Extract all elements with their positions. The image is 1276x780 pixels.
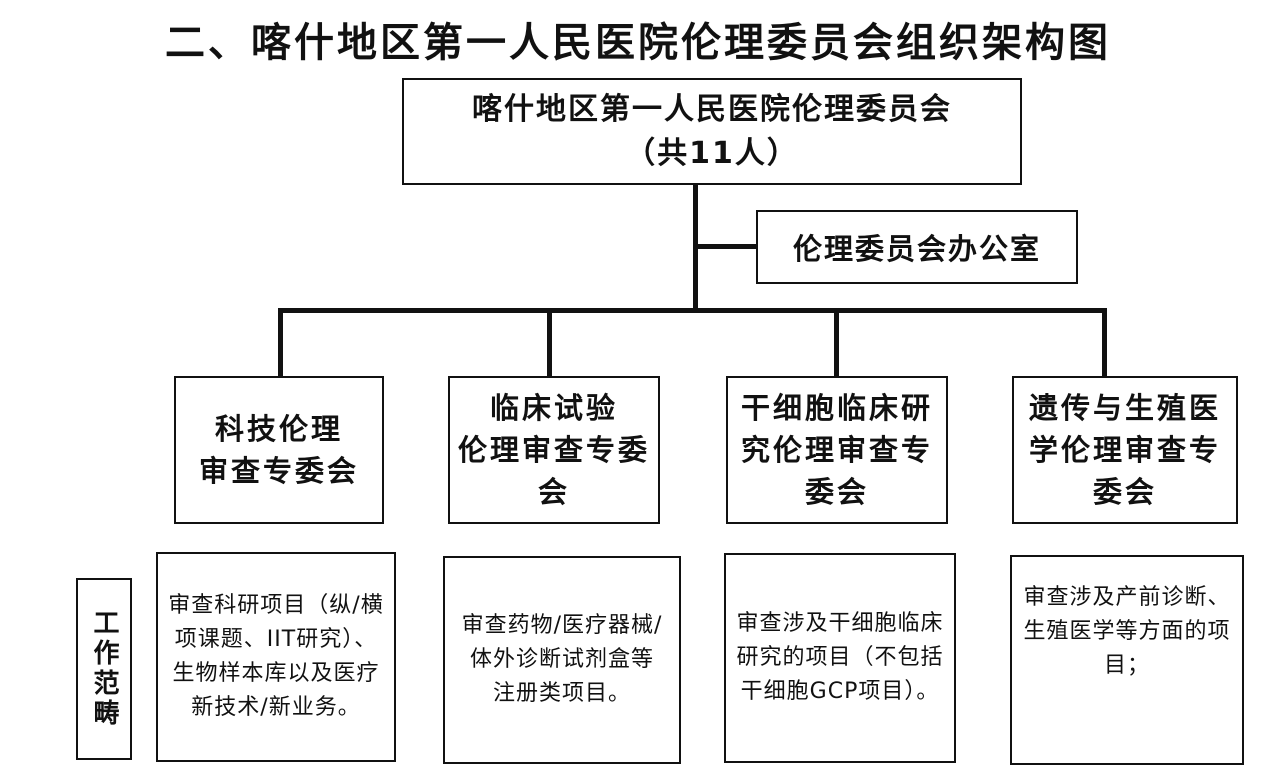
connector-committee-4 <box>1102 308 1107 376</box>
scope-text: 审查涉及产前诊断、生殖医学等方面的项目； <box>1023 585 1231 678</box>
committee-label-line: 科技伦理 <box>214 412 343 446</box>
connector-office <box>693 244 756 249</box>
page-title: 二、喀什地区第一人民医院伦理委员会组织架构图 <box>165 20 1111 66</box>
committee-label-line: 干细胞临床研 <box>740 391 933 425</box>
committee-label-line: 审查专委会 <box>198 454 359 488</box>
committee-label-line: 遗传与生殖医 <box>1028 391 1221 425</box>
committee-label-line: 临床试验 <box>489 391 618 425</box>
committee-sci-tech-ethics: 科技伦理 审查专委会 <box>174 376 384 524</box>
ethics-committee-box: 喀什地区第一人民医院伦理委员会 （共11人） <box>402 78 1022 185</box>
scope-stem-cell: 审查涉及干细胞临床研究的项目（不包括干细胞GCP项目）。 <box>724 553 956 763</box>
scope-genetics-reproduction: 审查涉及产前诊断、生殖医学等方面的项目； <box>1010 555 1244 765</box>
ethics-office-label: 伦理委员会办公室 <box>792 232 1041 266</box>
committee-label-line: 委会 <box>804 475 869 509</box>
scope-sci-tech-ethics: 审查科研项目（纵/横项课题、IIT研究）、生物样本库以及医疗新技术/新业务。 <box>156 552 396 762</box>
committee-clinical-trial: 临床试验 伦理审查专委 会 <box>448 376 660 524</box>
committee-label-line: 学伦理审查专 <box>1028 433 1221 467</box>
scope-text: 审查科研项目（纵/横项课题、IIT研究）、生物样本库以及医疗新技术/新业务。 <box>168 593 384 720</box>
connector-committee-2 <box>547 308 552 376</box>
ethics-office-box: 伦理委员会办公室 <box>756 210 1078 284</box>
scope-clinical-trial: 审查药物/医疗器械/体外诊断试剂盒等注册类项目。 <box>443 556 681 764</box>
ethics-committee-name: 喀什地区第一人民医院伦理委员会 <box>472 91 952 127</box>
committee-genetics-reproduction: 遗传与生殖医 学伦理审查专 委会 <box>1012 376 1238 524</box>
connector-horizontal-bus <box>278 308 1107 313</box>
work-scope-label: 工作范畴 <box>76 578 132 760</box>
connector-committee-3 <box>834 308 839 376</box>
committee-label-line: 委会 <box>1092 475 1157 509</box>
ethics-committee-member-count: （共11人） <box>625 135 799 171</box>
committee-stem-cell: 干细胞临床研 究伦理审查专 委会 <box>726 376 948 524</box>
committee-label-line: 会 <box>537 475 570 509</box>
committee-label-line: 伦理审查专委 <box>457 433 650 467</box>
connector-committee-1 <box>278 308 283 376</box>
scope-text: 审查药物/医疗器械/体外诊断试剂盒等注册类项目。 <box>461 613 663 706</box>
scope-text: 审查涉及干细胞临床研究的项目（不包括干细胞GCP项目）。 <box>736 611 944 704</box>
committee-label-line: 究伦理审查专 <box>740 433 933 467</box>
